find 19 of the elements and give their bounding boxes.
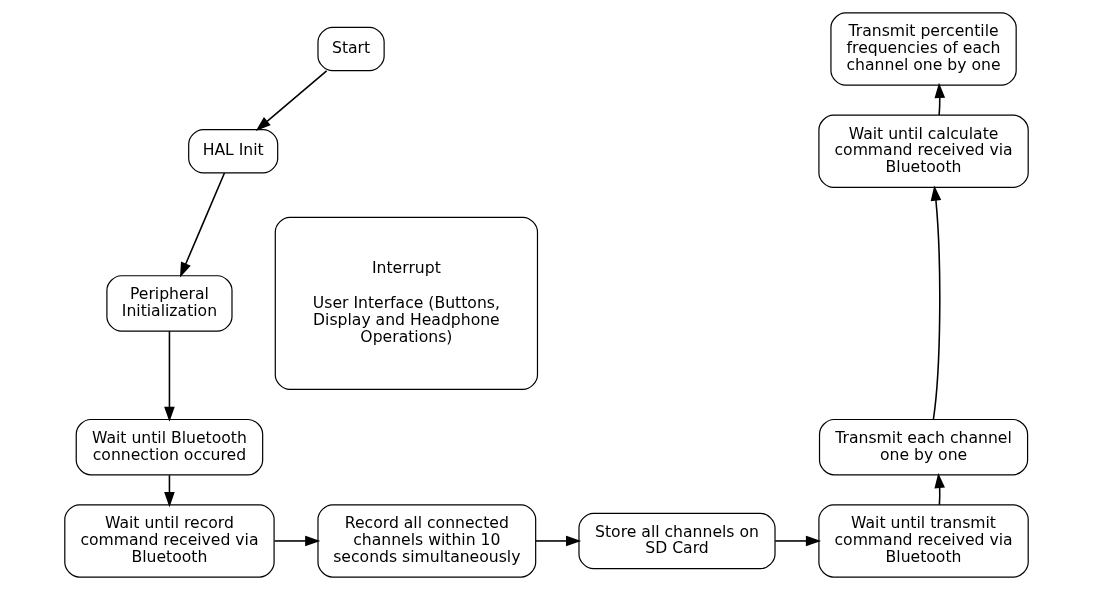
node-box: HAL Init — [188, 129, 279, 174]
node-box: Transmit each channel one by one — [818, 418, 1029, 476]
node-box: Wait until calculate command received via Bluetooth — [818, 114, 1029, 188]
arrow — [164, 330, 175, 422]
arrow — [273, 535, 321, 547]
arrow — [535, 535, 582, 547]
node-box: Start — [317, 26, 385, 72]
arrow — [930, 185, 942, 420]
arrow — [774, 535, 822, 547]
node-box: Wait until transmit command received via Bluetooth — [818, 504, 1029, 578]
arrow — [255, 70, 328, 131]
node-box: Interrupt User Interface (Buttons, Display and Headphone Operations) — [274, 216, 539, 390]
node-box: Peripheral Initialization — [106, 275, 233, 332]
node-box: Transmit percentile frequencies of each channel one by one — [830, 12, 1017, 86]
node-box: Wait until record command received via Bluetooth — [64, 504, 275, 578]
node-box: Record all connected channels within 10 seconds simultaneously — [317, 504, 537, 578]
node-box: Store all channels on SD Card — [578, 512, 776, 570]
node-box: Wait until Bluetooth connection occured — [75, 418, 264, 476]
arrow — [179, 172, 226, 278]
